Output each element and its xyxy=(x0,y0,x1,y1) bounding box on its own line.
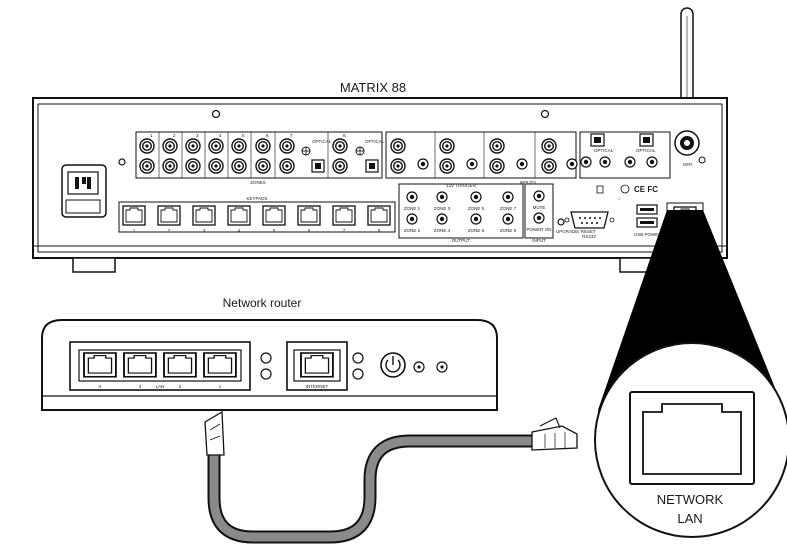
input-label: INPUT xyxy=(532,238,546,243)
lan-number-4: 4 xyxy=(99,384,102,389)
cable-plug-router xyxy=(204,410,225,456)
inputs-panel xyxy=(385,131,578,179)
upgrade-reset-label: UPGRADE/ RESET xyxy=(556,229,596,234)
rs232-label: RS232 xyxy=(582,234,596,239)
keypad-number-7: 7 xyxy=(343,228,346,233)
network-router: Network router 4 3 LAN 2 1 INTERNET xyxy=(41,296,498,411)
lan-number-2: 2 xyxy=(179,384,182,389)
wifi-connector: WIFI xyxy=(674,130,706,167)
router-internet-port: INTERNET xyxy=(286,341,348,391)
certification-marks: CE FC xyxy=(634,185,658,194)
keypad-number-2: 2 xyxy=(168,228,171,233)
internet-label: INTERNET xyxy=(306,384,329,389)
callout-label-line2: LAN xyxy=(677,511,702,526)
trigger-zone-6: ZONE 6 xyxy=(468,228,485,233)
trigger-zone-5: ZONE 5 xyxy=(468,206,485,211)
keypad-port-8 xyxy=(367,205,391,226)
keypads-label: KEYPADS xyxy=(247,196,268,201)
callout-label-line1: NETWORK xyxy=(657,492,724,507)
ethernet-cable xyxy=(204,410,578,544)
power-on-label: POWER ON xyxy=(526,227,551,232)
zones-panel: 1 2 3 4 5 6 7 8 OPTICAL OPTICAL xyxy=(135,131,385,179)
lan-number-3: 3 xyxy=(139,384,142,389)
trigger-section: 12V TRIGGER ZONE 1 ZONE 3 ZONE 5 ZONE 7 … xyxy=(398,183,524,243)
device-title: MATRIX 88 xyxy=(340,80,406,95)
zone-number-7: 7 xyxy=(290,133,293,138)
keypads-section: KEYPADS 1 2 3 4 5 6 7 8 xyxy=(118,196,396,233)
keypad-number-3: 3 xyxy=(203,228,206,233)
trigger-zone-8: ZONE 8 xyxy=(500,228,517,233)
router-title: Network router xyxy=(223,296,302,310)
usb-ports: USB POWER 5V 1A xyxy=(634,204,675,237)
zone-number-5: 5 xyxy=(242,133,245,138)
zone-optical-label-a: OPTICAL xyxy=(312,139,332,144)
svg-text:⌂: ⌂ xyxy=(618,196,621,201)
trigger-label: 12V TRIGGER xyxy=(446,183,476,188)
power-inlet xyxy=(61,164,107,218)
zone-number-2: 2 xyxy=(173,133,176,138)
keypad-number-5: 5 xyxy=(273,228,276,233)
router-lan-ports: 4 3 LAN 2 1 xyxy=(69,341,251,391)
lan-label: LAN xyxy=(156,384,165,389)
input-control-section: MUTE POWER ON INPUT xyxy=(524,183,554,243)
zone-number-8: 8 xyxy=(343,133,346,138)
wifi-label: WIFI xyxy=(683,162,693,167)
matrix-88-device: MATRIX 88 xyxy=(32,7,728,273)
zone-number-6: 6 xyxy=(266,133,269,138)
zone-number-1: 1 xyxy=(150,133,153,138)
reset-button xyxy=(557,218,565,226)
inputs-label: INPUTS xyxy=(520,180,537,185)
keypad-port-1 xyxy=(122,205,146,226)
output-label: OUTPUT xyxy=(452,238,471,243)
usb-label: USB POWER 5V 1A xyxy=(634,232,675,237)
trigger-zone-4: ZONE 4 xyxy=(434,228,451,233)
optical-label-b: OPTICAL xyxy=(636,148,656,153)
lan-number-1: 1 xyxy=(219,384,222,389)
keypad-port-4 xyxy=(227,205,251,226)
zones-label: ZONES xyxy=(250,180,266,185)
trigger-zone-7: ZONE 7 xyxy=(500,206,517,211)
keypad-number-6: 6 xyxy=(308,228,311,233)
keypad-port-3 xyxy=(192,205,216,226)
keypad-port-6 xyxy=(297,205,321,226)
optical-label-a: OPTICAL xyxy=(594,148,614,153)
router-power-button xyxy=(380,352,406,378)
keypad-number-8: 8 xyxy=(378,228,381,233)
keypad-number-4: 4 xyxy=(238,228,241,233)
keypad-port-7 xyxy=(332,205,356,226)
optical-inputs: OPTICAL OPTICAL xyxy=(579,131,671,179)
zone-number-3: 3 xyxy=(196,133,199,138)
cable-plug-device xyxy=(531,417,578,451)
trigger-zone-3: ZONE 3 xyxy=(434,206,451,211)
network-lan-callout: NETWORK LAN xyxy=(594,210,787,538)
keypad-port-5 xyxy=(262,205,286,226)
zone-optical-label-b: OPTICAL xyxy=(365,139,385,144)
keypad-port-2 xyxy=(157,205,181,226)
mute-label: MUTE xyxy=(533,205,546,210)
trigger-zone-2: ZONE 2 xyxy=(404,228,421,233)
trigger-zone-1: ZONE 1 xyxy=(404,206,421,211)
zone-number-4: 4 xyxy=(219,133,222,138)
rs232-port: RS232 xyxy=(564,211,615,239)
keypad-number-1: 1 xyxy=(133,228,136,233)
magnified-rj45-port xyxy=(629,391,755,485)
